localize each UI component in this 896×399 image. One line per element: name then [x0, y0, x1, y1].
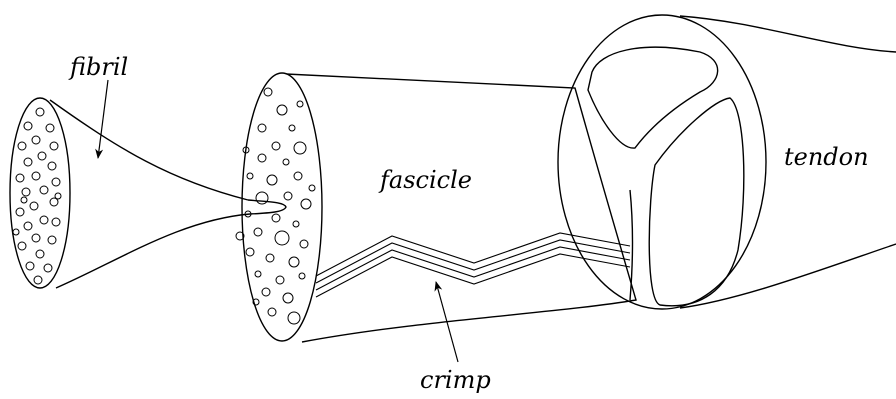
fibril-body-outline	[50, 100, 250, 288]
crimp-label: crimp	[420, 368, 491, 392]
fibril-pointer-arrow	[98, 80, 108, 158]
tendon-cross-section	[558, 15, 766, 309]
tendon-label: tendon	[784, 145, 869, 169]
fascicle-label: fascicle	[380, 168, 472, 192]
fibril-label: fibril	[70, 55, 128, 79]
fibril-cross-section	[10, 98, 70, 288]
